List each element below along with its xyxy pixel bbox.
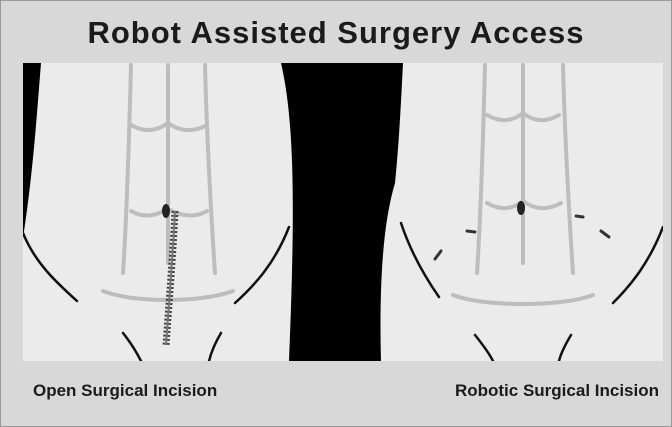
port-incision-1: [467, 231, 475, 232]
figure-title: Robot Assisted Surgery Access: [1, 15, 671, 51]
right-torso-panel: [381, 63, 663, 361]
port-incision-3: [576, 216, 583, 217]
left-torso-panel: [23, 63, 293, 361]
robotic-incision-caption: Robotic Surgical Incision: [455, 381, 659, 401]
open-incision-caption: Open Surgical Incision: [33, 381, 217, 401]
left-navel: [162, 204, 170, 218]
right-navel: [517, 201, 525, 215]
torso-illustrations: [23, 63, 663, 361]
